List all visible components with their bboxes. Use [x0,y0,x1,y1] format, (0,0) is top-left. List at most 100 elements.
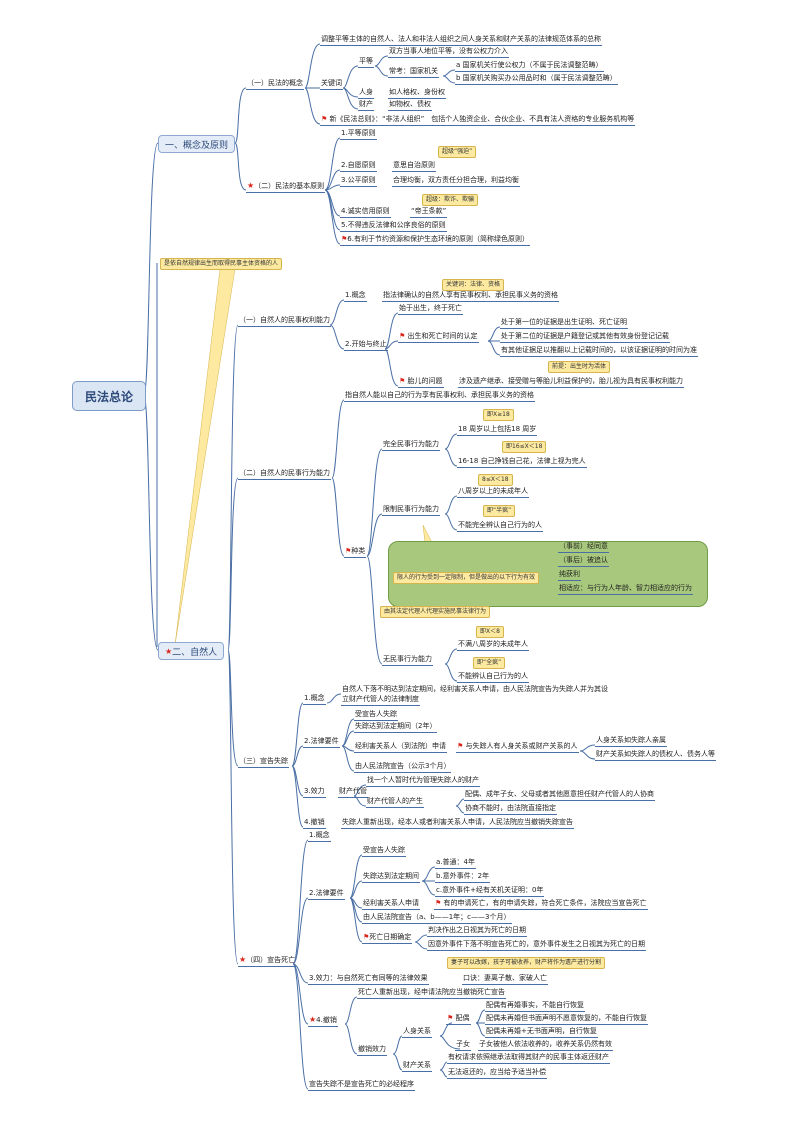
node-m1-v2[interactable]: 立财产代管人的法律制度 [341,695,420,706]
node-c2-d[interactable]: ⚑ 胎儿的问题 [398,377,444,388]
node-full-a[interactable]: 18 周岁以上包括18 周岁 [457,425,538,436]
node-d2-e1[interactable]: 判决作出之日视其为死亡的日期 [427,926,527,937]
node-d2-c-v[interactable]: ⚑ 有的申请死亡，有的申请失踪，符合死亡条件，法院应当宣告死亡 [434,899,648,910]
node-missing[interactable]: （三）宣告失踪 [238,757,289,768]
node-rights-capacity[interactable]: （一）自然人的民事权利能力 [238,316,331,327]
node-d2-e2[interactable]: 因意外事件下落不明宣告死亡的，意外事件发生之日视其为死亡的日期 [427,940,646,951]
node-limited-a[interactable]: 八周岁以上的未成年人 [457,487,529,498]
node-property-v[interactable]: 如物权、债权 [388,100,432,111]
node-person-v[interactable]: 如人格权、身份权 [388,88,446,99]
node-limited-b[interactable]: 不能完全辨认自己行为的人 [457,521,543,532]
node-child-v[interactable]: 子女被他人依法收养的，收养关系仍然有效 [478,1040,613,1051]
node-p4-v[interactable]: “帝王条款” [410,207,448,218]
node-g1[interactable]: （事前）经同意 [558,542,609,553]
node-c2-b1[interactable]: 处于第一位的证据是出生证明、死亡证明 [500,318,628,329]
node-p3-v[interactable]: 合理均衡，双方责任分担合理，利益均衡 [392,176,520,187]
node-equal-a[interactable]: 双方当事人地位平等，没有公权力介入 [388,47,509,58]
node-g3[interactable]: 纯获利 [558,570,581,581]
main-topic-concept[interactable]: 一、概念及原则 [158,135,236,153]
node-definition[interactable]: 调整平等主体的自然人、法人和非法人组织之间人身关系和财产关系的法律规范体系的总称 [320,35,602,46]
node-m2-c-v[interactable]: ⚑ 与失踪人有人身关系或财产关系的人 [456,742,579,753]
node-normal-b[interactable]: b 国家机关购买办公用品时和（属于民法调整范畴） [455,74,618,85]
node-c1-v[interactable]: 指法律确认的自然人享有民事权利、承担民事义务的资格 [382,291,559,302]
node-d4-b2[interactable]: 财产关系 [402,1061,432,1072]
node-civil-law-concept[interactable]: （一）民法的概念 [246,79,304,90]
node-m2-c[interactable]: 经利害关系人（到法院）申请 [354,742,447,753]
node-conduct-capacity[interactable]: （二）自然人的民事行为能力 [238,469,331,480]
node-d4-b[interactable]: 撤销效力 [357,1045,387,1056]
node-m1[interactable]: 1.概念 [303,694,326,705]
node-m2-a[interactable]: 受宣告人失踪 [354,710,398,721]
node-pr2[interactable]: 无法返还的，应当给予适当补偿 [447,1068,547,1079]
node-normal-a[interactable]: a 国家机关行使公权力（不属于民法调整范畴） [455,61,604,72]
node-d2-a[interactable]: 受宣告人失踪 [362,846,406,857]
node-c2-b3[interactable]: 有其他证据足以推翻以上记载时间的，以该证据证明的时间为准 [500,346,698,357]
node-pr1[interactable]: 有权请求依照继承法取得其财产的民事主体返还财产 [447,1053,610,1064]
node-p2-v[interactable]: 意思自治原则 [392,161,436,172]
node-d2-c[interactable]: 经利害关系人申请 [362,899,420,910]
node-basic-principles[interactable]: ★（二）民法的基本原则 [246,181,326,193]
node-p2[interactable]: 2.自愿原则 [340,161,377,172]
node-death[interactable]: ★（四）宣告死亡 [238,955,297,967]
node-m3[interactable]: 3.效力 [303,787,326,798]
node-child[interactable]: 子女 [455,1040,471,1051]
node-m2-d[interactable]: 由人民法院宣告（公示3个月） [354,762,452,773]
node-c2-d-v[interactable]: 涉及遗产继承、接受赠与等胎儿利益保护的，胎儿视为具有民事权利能力 [458,377,684,388]
node-m2-c1[interactable]: 人身关系如失踪人亲属 [595,736,667,747]
node-m3-b1[interactable]: 配偶、成年子女、父母或者其他愿意担任财产代管人的人协商 [464,790,655,801]
node-full-b[interactable]: 16-18 自己挣钱自己花，法律上视为完人 [457,457,587,468]
node-c2-b2[interactable]: 处于第二位的证据是户籍登记或其他有效身份登记记载 [500,332,670,343]
node-c1[interactable]: 1.概念 [344,291,367,302]
node-d2-b3[interactable]: c.意外事件+经有关机关证明：0年 [435,886,545,897]
node-spouse[interactable]: ⚑ 配偶 [446,1014,471,1025]
node-p1[interactable]: 1.平等原则 [340,129,377,140]
node-final[interactable]: 宣告失踪不是宣告死亡的必经程序 [308,1080,415,1091]
node-m2-c2[interactable]: 财产关系如失踪人的债权人、债务人等 [595,750,716,761]
node-sp3[interactable]: 配偶未再婚+无书面声明，自行恢复 [485,1027,598,1038]
node-d3-v[interactable]: 口诀：妻离子散、家破人亡 [462,974,548,985]
node-m3-a1[interactable]: 找一个人暂时代为管理失踪人的财产 [366,776,480,787]
node-m3-a[interactable]: 财产代管 [338,787,368,798]
node-property[interactable]: 财产 [358,100,374,111]
node-d2-b2[interactable]: b.意外事件：2年 [435,872,491,883]
node-m4[interactable]: 4.撤销 [303,818,326,829]
node-keyword[interactable]: 关键词 [320,79,343,90]
node-normal[interactable]: 常考：国家机关 [388,67,439,78]
node-d2-b[interactable]: 失踪达到法定期间 [362,872,420,883]
node-m3-b2[interactable]: 协商不能时，由法院直接指定 [464,804,557,815]
node-none[interactable]: 无民事行为能力 [382,655,433,666]
node-d2-e[interactable]: ⚑死亡日期确定 [362,933,413,944]
node-d1[interactable]: 1.概念 [308,831,331,842]
node-limited[interactable]: 限制民事行为能力 [382,505,440,516]
main-topic-natural-person[interactable]: ★二、自然人 [158,642,225,660]
node-kinds[interactable]: ⚑种类 [344,547,367,558]
node-m2-b[interactable]: 失踪达到法定期间（2年） [354,722,438,733]
root-topic[interactable]: 民法总论 [72,381,146,411]
node-d2[interactable]: 2.法律要件 [308,889,345,900]
node-none-a[interactable]: 不满八周岁的未成年人 [457,640,529,651]
node-d4-a[interactable]: 死亡人重新出现，经申请法院应当撤销死亡宣告 [357,988,506,999]
node-m2[interactable]: 2.法律要件 [303,737,340,748]
node-d2-b1[interactable]: a.普通：4年 [435,858,476,869]
node-g4[interactable]: 相适应：与行为人年龄、智力相适应的行为 [558,584,693,595]
node-m1-v1[interactable]: 自然人下落不明达到法定期间，经利害关系人申请，由人民法院宣告为失踪人并为其设 [342,685,608,693]
node-full[interactable]: 完全民事行为能力 [382,440,440,451]
node-sp1[interactable]: 配偶有再婚事实，不能自行恢复 [485,1001,585,1012]
node-m4-v[interactable]: 失踪人重新出现，经本人或者利害关系人申请，人民法院应当撤销失踪宣告 [341,818,574,829]
node-d4[interactable]: ★4.撤销 [308,1015,338,1027]
node-p4[interactable]: 4.诚实信用原则 [340,207,391,218]
node-equal[interactable]: 平等 [358,57,374,68]
node-p3[interactable]: 3.公平原则 [340,176,377,187]
node-c2-b[interactable]: ⚑ 出生和死亡时间的认定 [398,332,479,343]
node-d2-d[interactable]: 由人民法院宣告（a、b——1年；c——3个月） [362,913,512,924]
node-p5[interactable]: 5.不得违反法律和公序良俗的原则 [340,221,447,232]
node-m3-b[interactable]: 财产代管人的产生 [366,797,424,808]
node-person[interactable]: 人身 [358,88,374,99]
node-d4-b1[interactable]: 人身关系 [402,1027,432,1038]
node-p6[interactable]: ⚑6.有利于节约资源和保护生态环境的原则（简称绿色原则） [340,235,530,246]
node-c2[interactable]: 2.开始与终止 [344,340,388,351]
node-conduct-def[interactable]: 指自然人能以自己的行为享有民事权利、承担民事义务的资格 [344,391,535,402]
node-sp2[interactable]: 配偶未再婚但书面声明不愿意恢复的，不能自行恢复 [485,1014,648,1025]
node-c2-a[interactable]: 始于出生，终于死亡 [398,304,463,315]
node-d3[interactable]: 3.效力：与自然死亡有同等的法律效果 [308,974,429,985]
